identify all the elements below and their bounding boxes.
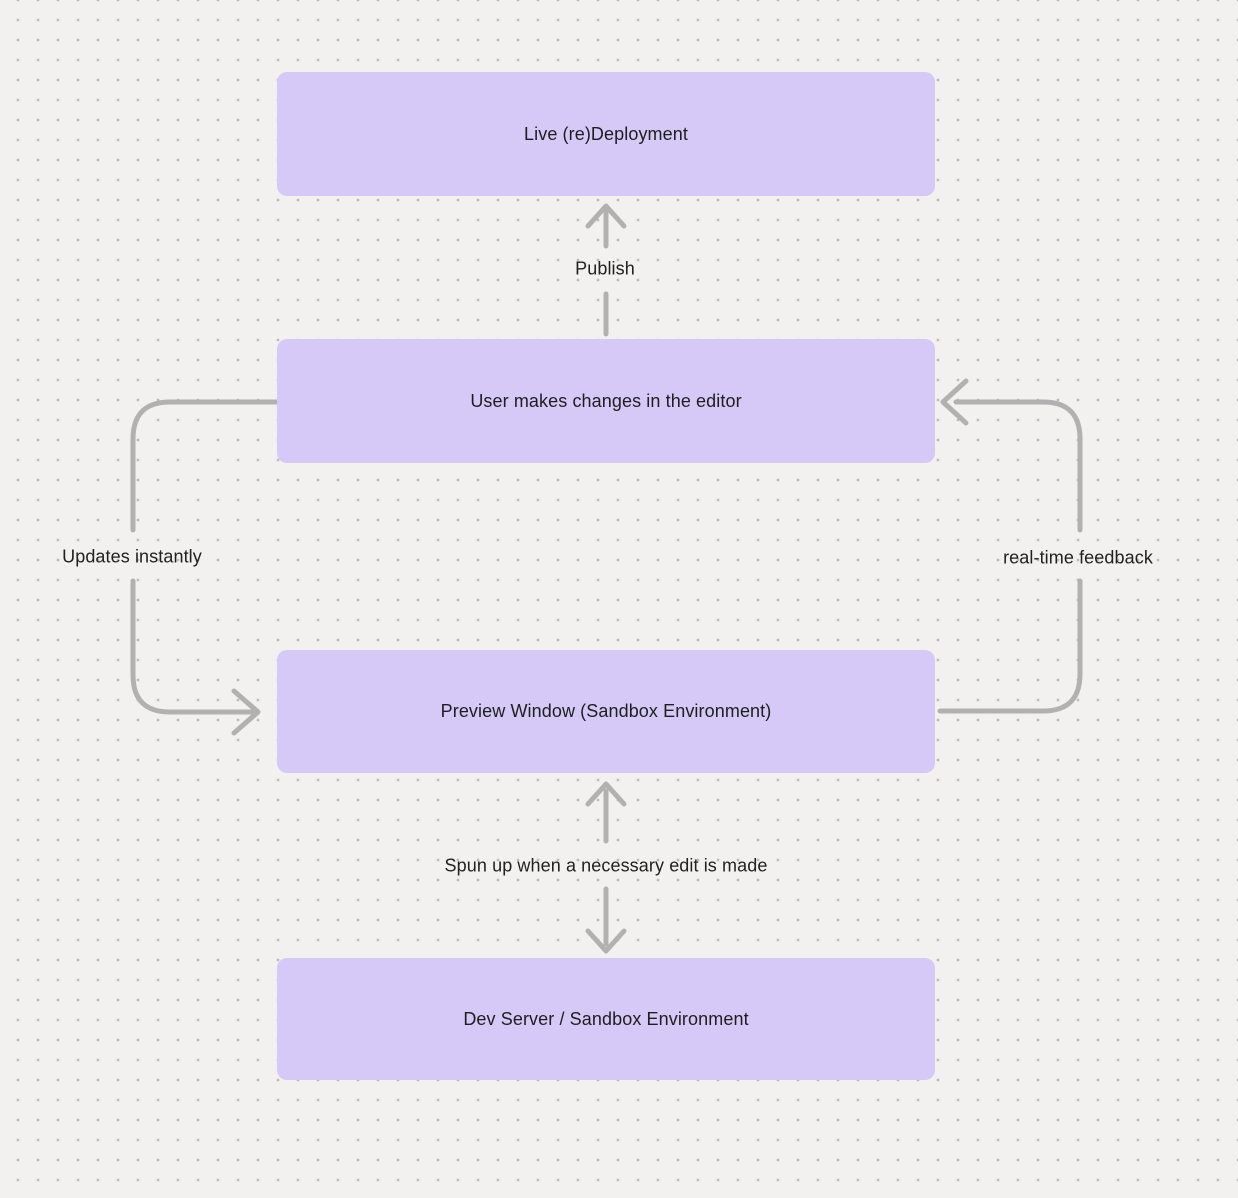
node-preview-window[interactable]: Preview Window (Sandbox Environment) [277,650,935,773]
node-live-deployment[interactable]: Live (re)Deployment [277,72,935,196]
edge-label-publish: Publish [575,258,635,279]
node-editor-label: User makes changes in the editor [470,390,742,411]
node-editor[interactable]: User makes changes in the editor [277,339,935,463]
node-dev-server[interactable]: Dev Server / Sandbox Environment [277,958,935,1080]
arrow-updates-instantly-icon [130,399,280,736]
node-live-deployment-label: Live (re)Deployment [524,123,688,144]
edge-label-spun-up: Spun up when a necessary edit is made [444,855,768,876]
arrow-realtime-feedback-icon [937,378,1083,714]
edge-label-updates-instantly: Updates instantly [62,546,202,567]
node-preview-window-label: Preview Window (Sandbox Environment) [440,701,772,721]
edge-label-realtime-feedback: real-time feedback [1003,547,1153,568]
node-dev-server-label: Dev Server / Sandbox Environment [463,1008,749,1029]
